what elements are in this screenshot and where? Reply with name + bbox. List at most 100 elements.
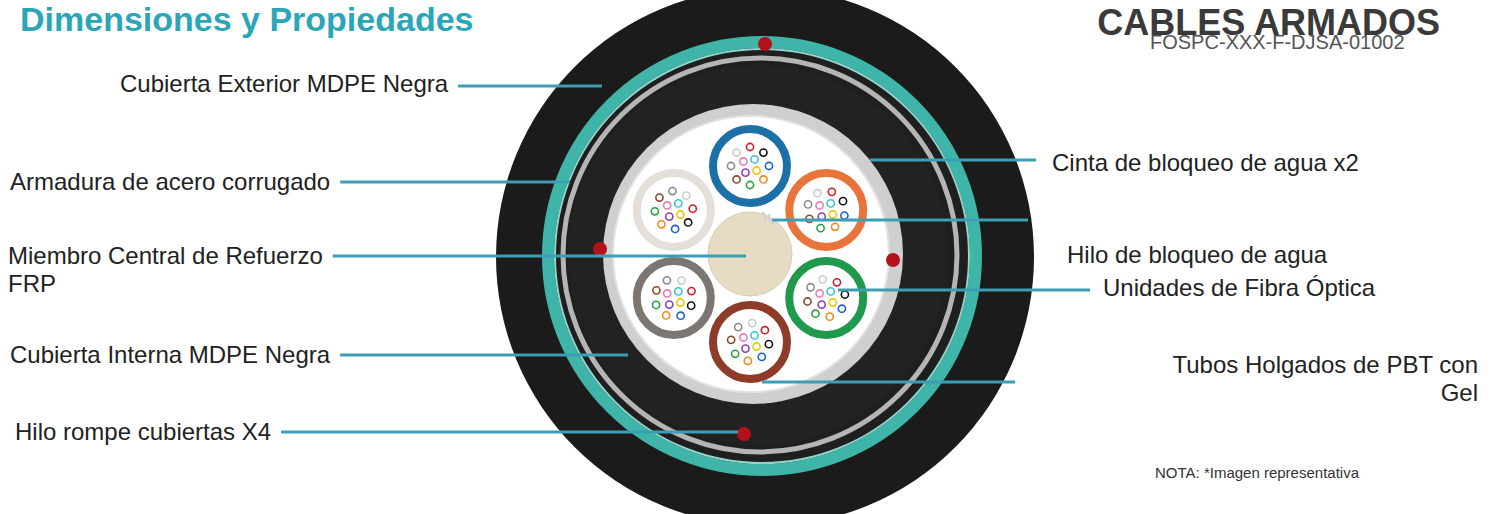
leader-line	[838, 289, 1090, 292]
leader-line	[458, 85, 602, 88]
optical-fiber	[765, 162, 772, 169]
optical-fiber	[740, 158, 747, 165]
part-label: Hilo de bloqueo de agua	[1067, 241, 1327, 269]
ripcord	[886, 253, 900, 267]
optical-fiber	[677, 211, 684, 218]
optical-fiber	[672, 225, 679, 232]
optical-fiber	[827, 200, 834, 207]
optical-fiber	[651, 208, 658, 215]
optical-fiber	[827, 288, 834, 295]
optical-fiber	[818, 301, 825, 308]
loose-tube	[637, 261, 711, 335]
optical-fiber	[838, 305, 845, 312]
tube-wall	[713, 305, 787, 379]
water-blocking-yarn	[762, 212, 773, 223]
optical-fiber	[761, 327, 768, 334]
tube-wall	[789, 173, 863, 247]
leader-line	[340, 354, 628, 357]
optical-fiber	[829, 211, 836, 218]
part-label: Hilo rompe cubiertas X4	[15, 418, 271, 446]
ripcord	[758, 37, 772, 51]
part-label: Unidades de Fibra Óptica	[1103, 274, 1375, 302]
optical-fiber	[744, 357, 751, 364]
optical-fiber	[727, 162, 734, 169]
ripcord	[593, 242, 607, 256]
optical-fiber	[812, 310, 819, 317]
optical-fiber	[664, 290, 671, 297]
optical-fiber	[733, 176, 740, 183]
optical-fiber	[685, 219, 692, 226]
tube-wall	[637, 173, 711, 247]
leader-line	[870, 159, 1036, 162]
optical-fiber	[817, 225, 824, 232]
cable-core	[613, 116, 889, 392]
loose-tubes	[637, 129, 863, 379]
optical-fiber	[828, 188, 835, 195]
leader-line	[340, 181, 570, 184]
loose-tube	[789, 173, 863, 247]
optical-fiber	[728, 336, 735, 343]
optical-fiber	[841, 212, 848, 219]
optical-fiber	[678, 277, 685, 284]
optical-fiber	[742, 169, 749, 176]
optical-fiber	[652, 301, 659, 308]
optical-fiber	[689, 205, 696, 212]
tube-wall	[789, 261, 863, 335]
optical-fiber	[688, 302, 695, 309]
loose-tube	[713, 129, 787, 203]
optical-fiber	[675, 200, 682, 207]
optical-fiber	[819, 276, 826, 283]
optical-fiber	[683, 192, 690, 199]
optical-fiber	[826, 313, 833, 320]
optical-fiber	[816, 202, 823, 209]
leader-line	[281, 431, 738, 434]
ripcord	[737, 427, 751, 441]
optical-fiber	[760, 176, 767, 183]
optical-fiber	[760, 149, 767, 156]
tube-wall	[637, 261, 711, 335]
part-label: Miembro Central de Refuerzo FRP	[8, 242, 338, 299]
optical-fiber	[746, 143, 753, 150]
optical-fiber	[839, 198, 846, 205]
optical-fiber	[753, 343, 760, 350]
optical-fiber	[653, 287, 660, 294]
leader-line	[762, 381, 1015, 384]
leader-line	[772, 219, 1028, 222]
loose-tube	[637, 173, 711, 247]
water-blocking-tape	[603, 104, 903, 404]
optical-fiber	[746, 181, 753, 188]
optical-fiber	[833, 279, 840, 286]
optical-fiber	[656, 194, 663, 201]
part-label: Cubierta Exterior MDPE Negra	[120, 70, 448, 98]
product-code: FOSPC-XXX-F-DJSA-01002	[1150, 31, 1405, 55]
optical-fiber	[740, 334, 747, 341]
note: NOTA: *Imagen representativa	[1155, 464, 1359, 482]
optical-fiber	[841, 291, 848, 298]
optical-fiber	[765, 341, 772, 348]
optical-fiber	[732, 350, 739, 357]
optical-fiber	[688, 288, 695, 295]
optical-fiber	[804, 201, 811, 208]
optical-fiber	[751, 332, 758, 339]
optical-fiber	[677, 312, 684, 319]
optical-fiber	[733, 149, 740, 156]
optical-fiber	[658, 221, 665, 228]
optical-fiber	[664, 202, 671, 209]
optical-fiber	[675, 288, 682, 295]
optical-fiber	[758, 353, 765, 360]
optical-fiber	[749, 320, 756, 327]
central-strength-member	[708, 212, 792, 296]
optical-fiber	[807, 284, 814, 291]
loose-tube	[789, 261, 863, 335]
optical-fiber	[666, 213, 673, 220]
optical-fiber	[663, 312, 670, 319]
optical-fiber	[663, 277, 670, 284]
optical-fiber	[669, 187, 676, 194]
optical-fiber	[666, 301, 673, 308]
optical-fiber	[735, 324, 742, 331]
part-label: Cubierta Interna MDPE Negra	[10, 341, 330, 369]
leader-line	[333, 255, 746, 258]
part-label: Tubos Holgados de PBT con Gel	[1148, 351, 1478, 408]
